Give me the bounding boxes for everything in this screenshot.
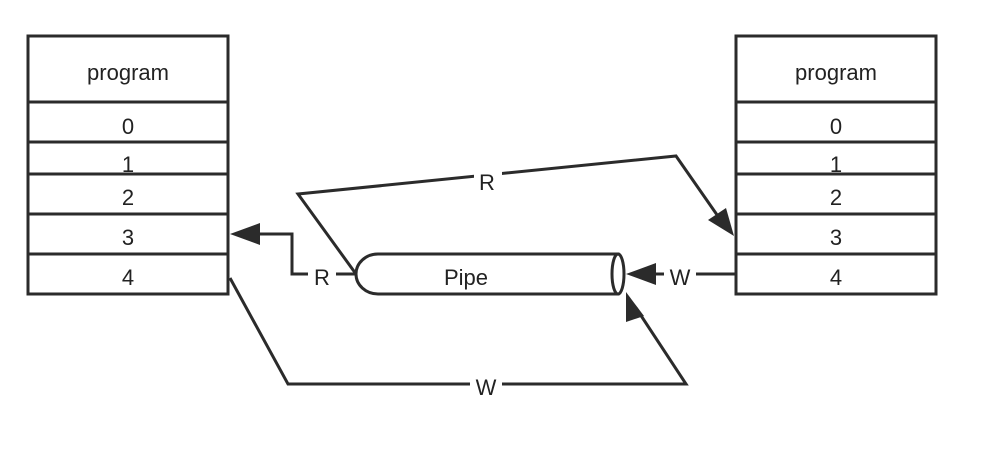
- edge-write-bottom: W: [228, 277, 689, 400]
- right-slot-4-label: 4: [830, 265, 842, 290]
- left-program-header: [26, 34, 230, 104]
- edge-read-right-arrowhead: [708, 208, 734, 236]
- right-slot-4: [734, 252, 938, 296]
- left-slot-4-label: 4: [122, 265, 134, 290]
- right-slot-3-label: 3: [830, 225, 842, 250]
- edge-write-right-label-bg: [664, 262, 696, 288]
- right-program-title: program: [795, 60, 877, 85]
- edge-write-bottom-label: W: [476, 375, 497, 400]
- edge-read-left-arrowhead: [230, 223, 260, 245]
- pipe-label: Pipe: [444, 265, 488, 290]
- right-slot-1-label: 1: [830, 152, 842, 177]
- right-slot-3: [734, 212, 938, 256]
- edge-read-left-label-bg: [308, 262, 336, 288]
- pipe-cylinder: Pipe: [354, 252, 626, 296]
- left-slot-3-label: 3: [122, 225, 134, 250]
- edge-write-right-label: W: [670, 265, 691, 290]
- right-slot-2-label: 2: [830, 185, 842, 210]
- pipe-end-cap: [610, 252, 626, 296]
- left-slot-2-label: 2: [122, 185, 134, 210]
- left-program-table: program 0 1 2 3 4: [26, 34, 230, 296]
- edge-read-left: R: [230, 223, 356, 290]
- right-slot-0: [734, 100, 938, 144]
- left-slot-1-label: 1: [122, 152, 134, 177]
- edge-write-bottom-arrowhead: [626, 292, 644, 322]
- left-slot-2: [26, 172, 230, 216]
- left-slot-4: [26, 252, 230, 296]
- left-program-title: program: [87, 60, 169, 85]
- right-slot-1: [734, 140, 938, 176]
- edge-write-right-arrowhead: [626, 263, 656, 285]
- right-program-table: program 0 1 2 3 4: [734, 34, 938, 296]
- edge-read-right-label-bg: [474, 168, 502, 194]
- edge-read-right-label: R: [479, 170, 495, 195]
- edge-write-bottom-label-bg: [470, 372, 502, 398]
- edge-read-left-label: R: [314, 265, 330, 290]
- edge-read-right: R: [295, 154, 734, 275]
- right-slot-0-label: 0: [830, 114, 842, 139]
- edge-write-right: W: [626, 262, 736, 290]
- right-program-header: [734, 34, 938, 104]
- left-slot-0-label: 0: [122, 114, 134, 139]
- pipe-body: [354, 252, 620, 296]
